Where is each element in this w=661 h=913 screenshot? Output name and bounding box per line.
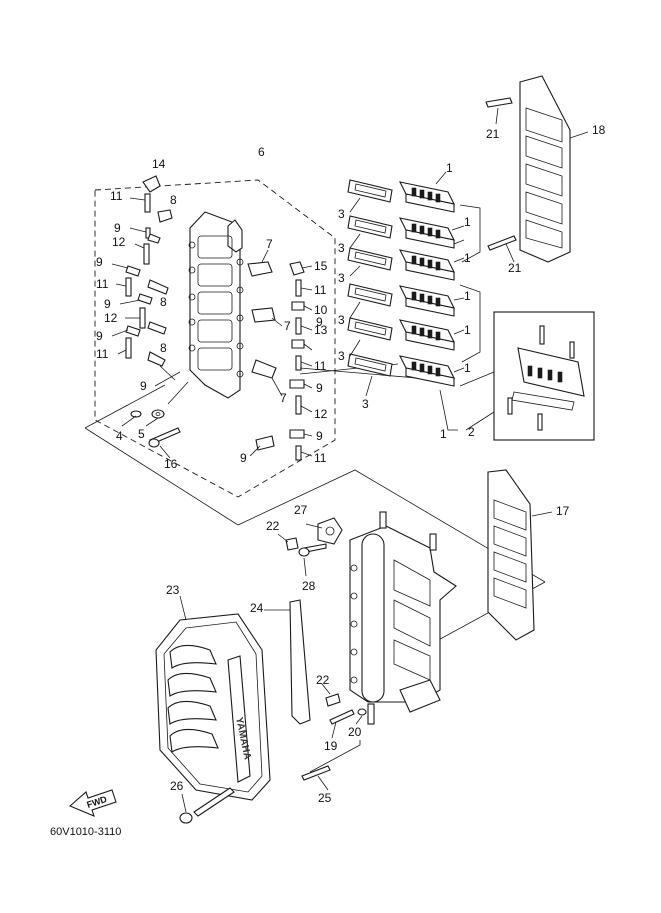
- callout: 4: [116, 429, 123, 443]
- callout: 24: [250, 601, 264, 615]
- callout: 12: [314, 407, 328, 421]
- callout: 3: [338, 349, 345, 363]
- callout: 1: [446, 161, 453, 175]
- callout-numbers: 1 1 1 1 1 1 1 2 3 3 3 3 3 3 4 5 6 7 7 7 …: [96, 123, 606, 805]
- callout: 27: [294, 503, 308, 517]
- connector-lines: [84, 384, 546, 773]
- forward-direction-arrow: FWD: [68, 789, 117, 817]
- callout: 9: [96, 255, 103, 269]
- reed-valve-block: [188, 211, 244, 399]
- callout: 3: [338, 241, 345, 255]
- callout: 3: [338, 313, 345, 327]
- callout: 1: [464, 251, 471, 265]
- callout: 8: [160, 341, 167, 355]
- callout: 21: [508, 261, 522, 275]
- callout: 5: [138, 427, 145, 441]
- callout: 7: [266, 237, 273, 251]
- air-silencer-cover: YAMAHA: [155, 595, 367, 824]
- callout: 7: [280, 391, 287, 405]
- callout: 16: [164, 457, 178, 471]
- callout: 9: [240, 451, 247, 465]
- callout: 22: [316, 673, 330, 687]
- callout: 1: [464, 361, 471, 375]
- callout: 11: [314, 451, 327, 465]
- manifold-gasket: [487, 469, 553, 641]
- callout: 1: [464, 215, 471, 229]
- callout: 11: [96, 347, 109, 361]
- callout: 21: [486, 127, 500, 141]
- callout: 9: [316, 315, 323, 329]
- callout: 20: [348, 725, 362, 739]
- callout: 13: [314, 323, 328, 337]
- callout: 28: [302, 579, 316, 593]
- callout: 3: [338, 207, 345, 221]
- assembly-boundary: [94, 179, 336, 498]
- detail-inset: [493, 311, 595, 441]
- bracket-parts: [277, 517, 343, 577]
- callout: 25: [318, 791, 332, 805]
- callout: 11: [314, 283, 327, 297]
- callout: 9: [96, 329, 103, 343]
- callout: 2: [468, 425, 475, 439]
- right-fittings: [247, 249, 441, 461]
- callout: 6: [258, 145, 265, 159]
- callout: 1: [464, 289, 471, 303]
- callout: 1: [440, 427, 447, 441]
- callout: 11: [314, 359, 327, 373]
- callout: 1: [464, 323, 471, 337]
- left-fittings: [111, 175, 189, 459]
- callout: 23: [166, 583, 180, 597]
- callout: 14: [152, 157, 166, 171]
- callout: 26: [170, 779, 184, 793]
- top-gasket: [485, 75, 589, 263]
- callout: 12: [112, 235, 126, 249]
- callout: 9: [316, 381, 323, 395]
- reed-valves: [347, 171, 495, 431]
- callout: 12: [104, 311, 118, 325]
- diagram-code: 60V1010-3110: [50, 826, 121, 838]
- intake-manifold: [349, 511, 457, 725]
- callout: 7: [284, 319, 291, 333]
- callout: 9: [140, 379, 147, 393]
- callout: 8: [160, 295, 167, 309]
- callout: 17: [556, 504, 570, 518]
- callout: 11: [110, 189, 123, 203]
- callout: 22: [266, 519, 280, 533]
- callout: 11: [96, 277, 109, 291]
- callout: 9: [114, 221, 121, 235]
- callout: 8: [170, 193, 177, 207]
- callout: 9: [316, 429, 323, 443]
- callout: 3: [338, 271, 345, 285]
- callout: 9: [104, 297, 111, 311]
- callout: 18: [592, 123, 606, 137]
- callout: 19: [324, 739, 338, 753]
- callout: 15: [314, 259, 328, 273]
- callout: 10: [314, 303, 328, 317]
- callout: 3: [362, 397, 369, 411]
